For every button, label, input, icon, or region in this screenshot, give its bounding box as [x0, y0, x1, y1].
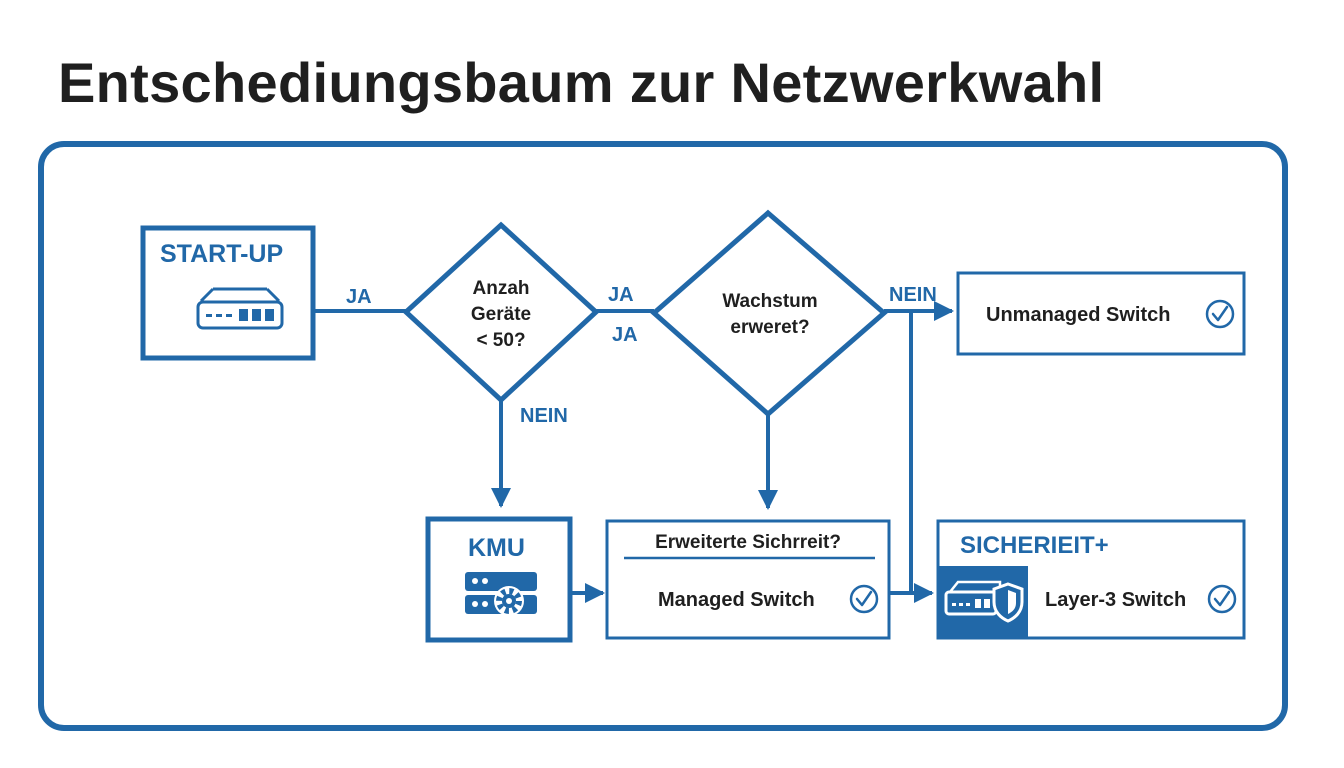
managed-question: Erweiterte Sichrreit?	[655, 532, 841, 553]
node-startup: START-UP	[140, 225, 316, 361]
q1-line-3: < 50?	[476, 330, 525, 351]
q2-line-2: erweret?	[730, 317, 809, 338]
node-startup-title: START-UP	[160, 240, 283, 268]
switch-shield-icon	[944, 580, 1024, 623]
node-question-device-count: Anzah Geräte < 50?	[402, 221, 600, 404]
node-question-growth: Wachstum erweret?	[650, 209, 888, 418]
page-title: Entschediungsbaum zur Netzwerkwahl	[58, 51, 1105, 114]
node-kmu: KMU	[425, 516, 573, 643]
q1-line-2: Geräte	[471, 304, 531, 325]
node-managed-switch: Erweiterte Sichrreit? Managed Switch	[605, 519, 891, 640]
edge-label-q2-unmanaged: NEIN	[889, 284, 937, 306]
layer3-title: SICHERIEIT+	[960, 532, 1109, 559]
edge-label-q1-kmu: NEIN	[520, 405, 568, 427]
q2-line-1: Wachstum	[722, 291, 817, 312]
connectors	[313, 301, 954, 603]
server-gear-icon	[465, 572, 537, 616]
check-circle-icon	[849, 584, 879, 614]
network-switch-icon	[196, 287, 284, 330]
q1-line-1: Anzah	[473, 278, 530, 299]
layer3-label: Layer-3 Switch	[1045, 589, 1186, 611]
managed-label: Managed Switch	[658, 589, 815, 611]
diagram-frame	[38, 141, 1288, 731]
node-kmu-title: KMU	[468, 534, 525, 562]
node-layer3-switch: SICHERIEIT+ Layer-3 Switch	[936, 519, 1246, 640]
edge-label-q1-q2-top: JA	[608, 284, 634, 306]
node-unmanaged-switch: Unmanaged Switch	[956, 271, 1246, 356]
edge-label-q1-q2-bottom: JA	[612, 324, 638, 346]
check-circle-icon	[1205, 299, 1235, 329]
check-circle-icon	[1207, 584, 1237, 614]
edge-label-startup-q1: JA	[346, 286, 372, 308]
unmanaged-label: Unmanaged Switch	[986, 304, 1170, 326]
